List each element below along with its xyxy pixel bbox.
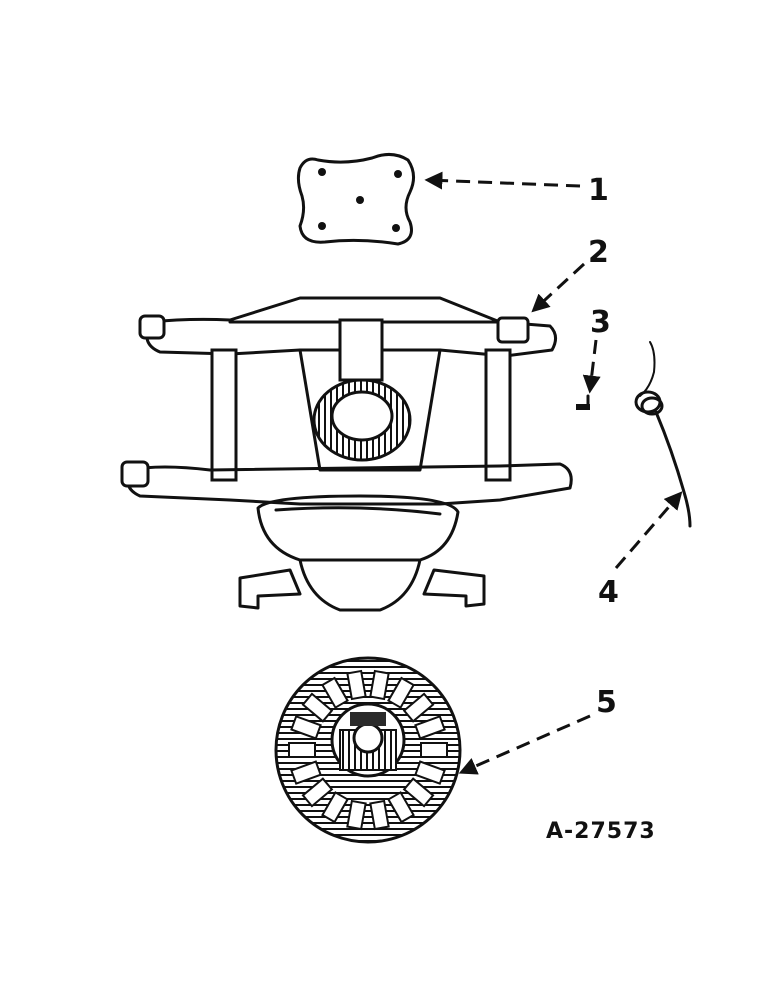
part-5-fan-disc <box>274 656 462 844</box>
callout-5: 5 <box>596 685 617 720</box>
fan-slot <box>321 791 349 824</box>
leader-lines <box>424 171 683 775</box>
callout-2: 2 <box>588 235 609 270</box>
fan-slot <box>402 692 435 723</box>
callout-1: 1 <box>588 173 609 208</box>
fan-slot <box>346 669 367 701</box>
part-4-spring-clip <box>634 341 692 528</box>
fan-slot <box>420 742 448 758</box>
fan-slot <box>369 799 390 831</box>
fan-slot <box>346 799 367 831</box>
fan-slot <box>387 791 415 824</box>
fan-slot <box>321 676 349 709</box>
part-1-cover-plate <box>296 153 415 246</box>
fan-slot <box>301 777 334 808</box>
fan-slot <box>288 742 316 758</box>
figure-id: A-27573 <box>546 819 656 844</box>
fan-slot <box>369 669 390 701</box>
callout-4: 4 <box>598 575 619 610</box>
fan-slot <box>387 676 415 709</box>
fan-slot <box>414 715 446 740</box>
fan-slot <box>290 715 322 740</box>
fan-slot <box>402 777 435 808</box>
fan-slot <box>301 692 334 723</box>
main-housing <box>120 296 573 612</box>
part-3-pin <box>576 394 590 410</box>
fan-slot <box>290 760 322 785</box>
fan-slot <box>414 760 446 785</box>
callout-3: 3 <box>590 305 611 340</box>
